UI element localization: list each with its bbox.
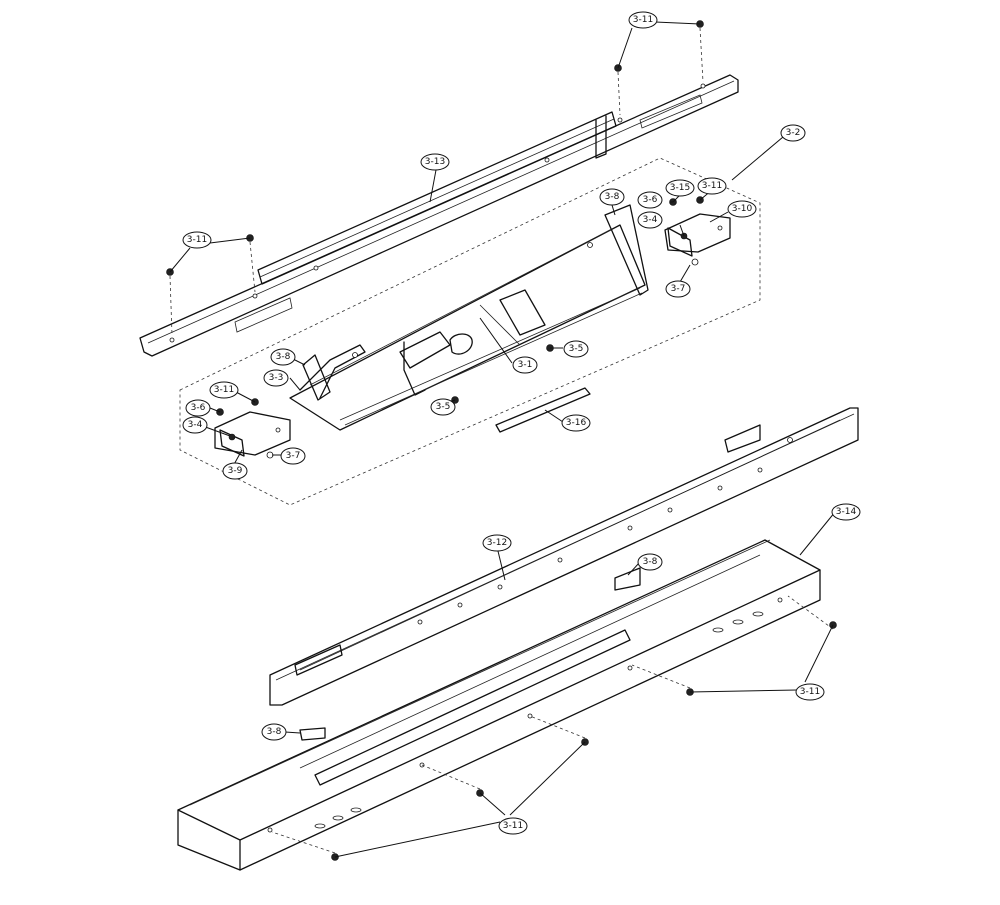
callout-3-8-upper: 3-8 bbox=[599, 188, 625, 206]
callout-3-4-right: 3-4 bbox=[637, 211, 663, 229]
callout-3-2: 3-2 bbox=[780, 124, 806, 142]
callout-label: 3-16 bbox=[566, 418, 587, 428]
callout-label: 3-11 bbox=[503, 821, 523, 831]
callout-3-10: 3-10 bbox=[727, 200, 757, 218]
callout-label: 3-10 bbox=[732, 204, 753, 214]
callout-3-12: 3-12 bbox=[482, 534, 512, 552]
callout-3-11-bottom: 3-11 bbox=[498, 817, 528, 835]
callout-label: 3-7 bbox=[671, 284, 686, 294]
part-upper-rail bbox=[139, 74, 739, 357]
callout-label: 3-11 bbox=[633, 15, 653, 25]
subassembly-boundary bbox=[179, 157, 761, 506]
callout-label: 3-3 bbox=[269, 373, 284, 383]
callout-3-4-left: 3-4 bbox=[182, 416, 208, 434]
callout-label: 3-11 bbox=[702, 181, 722, 191]
part-tab-lower-left bbox=[299, 727, 326, 741]
callout-label: 3-5 bbox=[569, 344, 584, 354]
callout-3-7-left: 3-7 bbox=[280, 447, 306, 465]
callout-3-1: 3-1 bbox=[512, 356, 538, 374]
callout-label: 3-11 bbox=[800, 687, 820, 697]
callout-label: 3-11 bbox=[187, 235, 207, 245]
callout-3-15: 3-15 bbox=[665, 179, 695, 197]
callout-3-3: 3-3 bbox=[263, 369, 289, 387]
callout-label: 3-6 bbox=[191, 403, 206, 413]
callout-label: 3-13 bbox=[425, 157, 445, 167]
callout-3-11-right: 3-11 bbox=[697, 177, 727, 195]
callout-3-11-mid-left: 3-11 bbox=[209, 381, 239, 399]
callout-3-16: 3-16 bbox=[561, 414, 591, 432]
callout-3-6-right: 3-6 bbox=[637, 191, 663, 209]
callout-label: 3-6 bbox=[643, 195, 658, 205]
callout-label: 3-8 bbox=[643, 557, 658, 567]
callout-3-14: 3-14 bbox=[831, 503, 861, 521]
callout-label: 3-1 bbox=[518, 360, 533, 370]
callout-3-11-left: 3-11 bbox=[182, 231, 212, 249]
callout-label: 3-15 bbox=[670, 183, 690, 193]
callout-3-8-mid: 3-8 bbox=[637, 553, 663, 571]
callout-label: 3-11 bbox=[214, 385, 234, 395]
callout-3-8-left: 3-8 bbox=[270, 348, 296, 366]
callout-3-9: 3-9 bbox=[222, 462, 248, 480]
part-mechanism-body bbox=[289, 204, 649, 431]
part-base-tray bbox=[177, 539, 821, 871]
part-strip bbox=[495, 387, 591, 433]
callout-3-13: 3-13 bbox=[420, 153, 450, 171]
callout-label: 3-7 bbox=[286, 451, 301, 461]
screw-axes bbox=[169, 27, 834, 854]
callout-3-8-lower-left: 3-8 bbox=[261, 723, 287, 741]
callout-3-11-lower-right: 3-11 bbox=[795, 683, 825, 701]
part-lower-rail bbox=[269, 407, 859, 706]
callout-label: 3-4 bbox=[188, 420, 203, 430]
callout-3-6-left: 3-6 bbox=[185, 399, 211, 417]
callout-label: 3-9 bbox=[228, 466, 243, 476]
callout-label: 3-8 bbox=[276, 352, 291, 362]
callout-3-11-top: 3-11 bbox=[628, 11, 658, 29]
callout-label: 3-2 bbox=[786, 128, 801, 138]
callout-label: 3-5 bbox=[436, 402, 451, 412]
callout-3-5-right: 3-5 bbox=[563, 340, 589, 358]
part-left-bracket bbox=[214, 411, 291, 459]
callout-label: 3-14 bbox=[836, 507, 857, 517]
part-right-bracket bbox=[664, 213, 731, 266]
callout-label: 3-8 bbox=[605, 192, 620, 202]
callout-label: 3-8 bbox=[267, 727, 282, 737]
callout-3-5-left: 3-5 bbox=[430, 398, 456, 416]
callout-label: 3-12 bbox=[487, 538, 507, 548]
callout-3-7-right: 3-7 bbox=[665, 280, 691, 298]
callout-label: 3-4 bbox=[643, 215, 658, 225]
